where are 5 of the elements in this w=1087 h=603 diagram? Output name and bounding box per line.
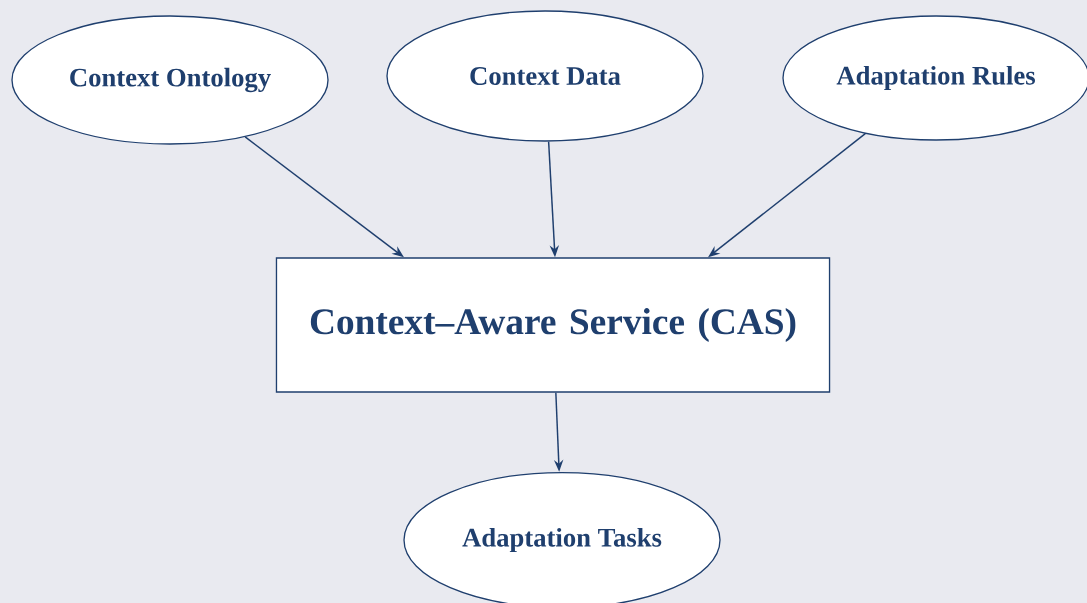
ellipse-node: Adaptation Rules xyxy=(782,15,1087,141)
ellipse-node: Context Data xyxy=(386,10,704,142)
ellipse-node: Adaptation Tasks xyxy=(403,471,721,603)
process-box: Context–Aware Service (CAS) xyxy=(275,257,831,393)
ellipse-node: Context Ontology xyxy=(11,15,329,145)
